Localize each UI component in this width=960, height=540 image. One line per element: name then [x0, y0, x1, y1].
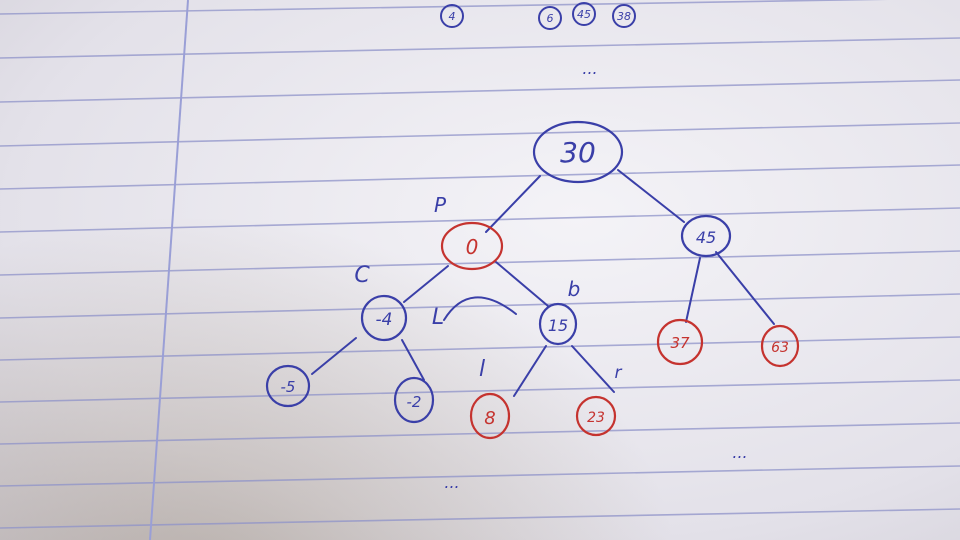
node-c-value: -4 — [376, 310, 393, 330]
node-m2-value: -2 — [407, 393, 422, 411]
edge-c-m2 — [401, 339, 425, 381]
top-num-4: 38 — [617, 10, 631, 23]
rotation-arc — [443, 296, 517, 321]
node-45 — [680, 214, 732, 258]
top-num-3: 45 — [577, 8, 591, 21]
top-circle-1 — [440, 4, 464, 28]
top-circle-2 — [538, 6, 562, 30]
node-b-value: 15 — [548, 316, 568, 335]
node-p — [440, 221, 504, 271]
label-r: r — [615, 363, 623, 383]
edge-root-p — [485, 175, 541, 233]
node-23-value: 23 — [587, 410, 605, 426]
edge-b-8 — [513, 345, 547, 397]
bottom-ellipsis-1: ... — [732, 443, 747, 462]
edge-45-37 — [685, 257, 701, 323]
top-circle-4 — [612, 4, 636, 28]
node-c — [360, 294, 408, 342]
node-8 — [469, 392, 511, 440]
edge-c-m5 — [311, 337, 357, 375]
label-b: b — [568, 277, 581, 301]
top-ellipsis: ... — [582, 59, 597, 78]
top-row — [440, 2, 636, 30]
label-l: l — [479, 357, 485, 382]
edge-b-23 — [571, 345, 615, 393]
ruled-lines — [0, 0, 960, 529]
node-45-value: 45 — [696, 228, 716, 247]
node-37 — [656, 318, 704, 366]
edge-root-45 — [617, 169, 685, 223]
edge-45-63 — [715, 251, 775, 325]
blue-nodes — [265, 120, 732, 424]
margin-line — [149, 0, 189, 540]
edge-p-b — [495, 261, 549, 307]
node-23 — [575, 395, 617, 437]
node-37-value: 37 — [670, 334, 690, 352]
node-63 — [760, 324, 800, 368]
top-num-2: 6 — [547, 12, 554, 25]
tree-edges — [311, 169, 775, 397]
node-m5 — [265, 364, 311, 408]
node-p-value: 0 — [466, 235, 479, 259]
label-c: C — [354, 263, 370, 288]
node-b — [538, 302, 578, 346]
node-root-value: 30 — [560, 136, 596, 169]
node-8-value: 8 — [484, 408, 495, 429]
label-rotation: L — [432, 305, 444, 330]
node-m2 — [393, 376, 435, 424]
top-num-1: 4 — [449, 10, 456, 23]
node-63-value: 63 — [771, 340, 789, 356]
red-nodes — [440, 221, 800, 440]
bottom-ellipsis-2: ... — [444, 473, 459, 492]
node-root — [532, 120, 624, 184]
label-p: P — [434, 193, 447, 217]
top-circle-3 — [572, 2, 596, 26]
edge-p-c — [403, 265, 449, 303]
node-m5-value: -5 — [281, 378, 296, 396]
